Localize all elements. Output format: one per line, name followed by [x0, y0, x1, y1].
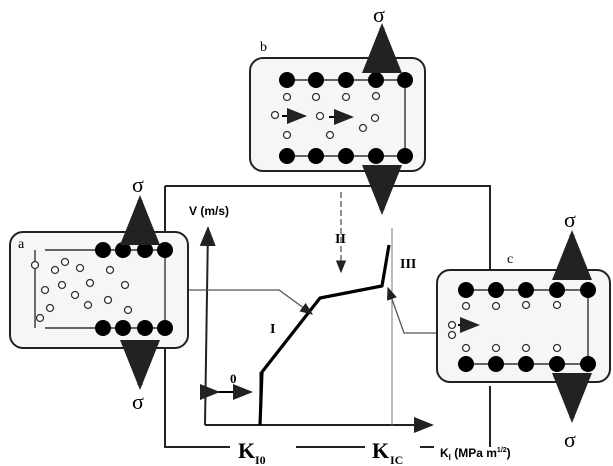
sigma-label-c-top: σ — [564, 207, 576, 232]
panel-c-label: c — [507, 252, 513, 267]
svg-text:KI (MPa m1/2): KI (MPa m1/2) — [440, 446, 511, 462]
sigma-label-a-top: σ — [132, 172, 144, 197]
panel-b-label: b — [260, 40, 267, 55]
sigma-label-c-bottom: σ — [564, 427, 576, 452]
panel-a-label: a — [18, 237, 25, 252]
region-III-label: III — [400, 257, 416, 272]
region-I-label: I — [270, 322, 275, 337]
x-axis-label: KI (MPa m1/2) — [440, 446, 511, 462]
y-axis-label: V (m/s) — [189, 204, 229, 218]
velocity-curve — [260, 245, 389, 425]
sigma-label-b-top: σ — [373, 2, 385, 27]
k-critical-symbol: K — [372, 438, 389, 463]
pointer-c-to-region-III — [388, 288, 436, 333]
y-axis — [205, 228, 208, 425]
k-threshold-subscript: I0 — [255, 453, 266, 466]
k-threshold-symbol: K — [238, 438, 255, 463]
k-threshold-label: K I0 — [238, 438, 266, 466]
k-critical-label: K IC — [372, 438, 403, 466]
k-critical-subscript: IC — [390, 453, 403, 466]
sigma-label-a-bottom: σ — [132, 389, 144, 414]
frame-top-right — [165, 186, 490, 270]
region-0-label: 0 — [230, 371, 237, 386]
